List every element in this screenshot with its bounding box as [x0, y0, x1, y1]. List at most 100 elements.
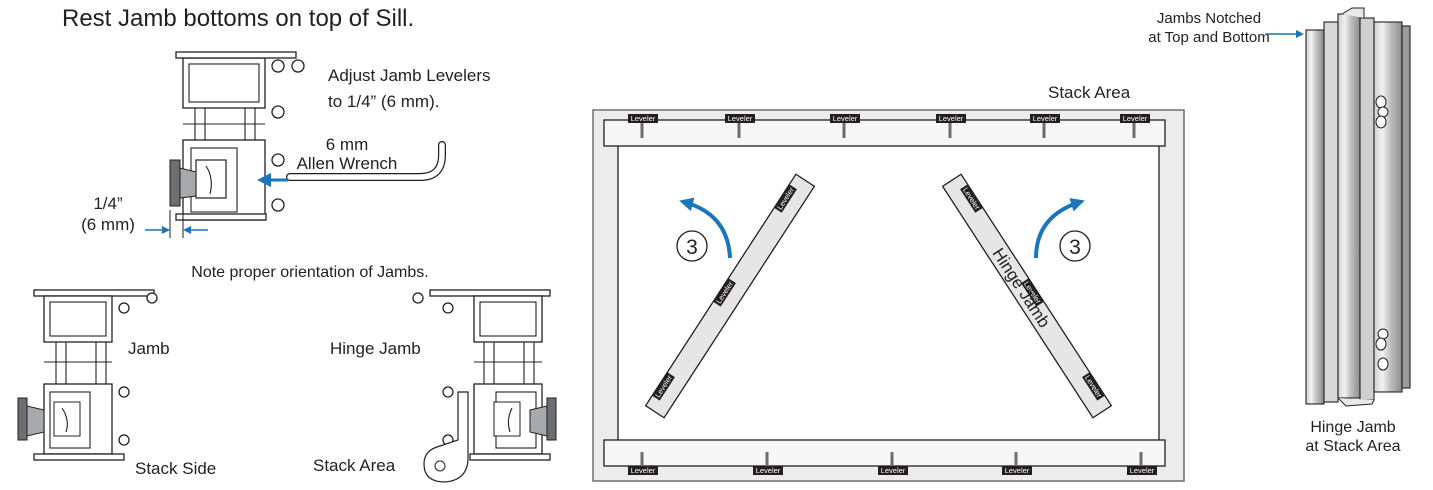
jamb-leveler-foot — [17, 397, 28, 441]
weatherstrip-4 — [271, 153, 285, 167]
sill-leveler-1: Leveler — [628, 452, 658, 475]
profile-bottom-flange — [175, 213, 267, 221]
svg-text:Leveler: Leveler — [728, 114, 753, 123]
rotate-arrow-right — [1034, 198, 1085, 259]
jamb-top-flange — [33, 289, 155, 297]
frame-head — [603, 119, 1166, 147]
label-stack-side: Stack Side — [135, 459, 216, 478]
hinge-jamb-3d — [1305, 7, 1411, 407]
notched-label-line1: Jambs Notched — [1157, 10, 1261, 27]
head-leveler-1: Leveler — [628, 114, 658, 138]
leveler-screw — [179, 167, 197, 199]
jamb-webs — [44, 342, 112, 384]
adjust-levelers-line2: to 1/4” (6 mm). — [328, 92, 439, 111]
head-leveler-4: Leveler — [936, 114, 966, 138]
hinge-leveler-screw — [529, 405, 548, 437]
jamb-weatherstrip-2 — [146, 292, 158, 304]
svg-text:Leveler: Leveler — [881, 466, 906, 475]
hinge-top-flange — [429, 289, 551, 297]
frame-inner — [617, 145, 1160, 441]
frame-sill — [603, 439, 1166, 467]
sill-leveler-3: Leveler — [878, 452, 908, 475]
svg-text:Leveler: Leveler — [1005, 466, 1030, 475]
leveler-hook — [205, 165, 212, 195]
hinge-weatherstrip-1 — [412, 292, 424, 304]
adjust-levelers-line1: Adjust Jamb Levelers — [328, 66, 491, 85]
weatherstrip-1 — [271, 59, 285, 73]
step-badge-left: 3 — [676, 230, 708, 262]
leveler-foot — [169, 159, 181, 207]
label-jamb: Jamb — [128, 339, 170, 358]
rotate-arrow-left — [679, 197, 732, 259]
wrench-label-line1: 6 mm — [326, 135, 369, 154]
jamb3d-caption-line1: Hinge Jamb — [1310, 419, 1395, 436]
jamb3d-face-3 — [1337, 13, 1361, 399]
profile-upper-chamber — [182, 57, 266, 109]
hinge-leveler-housing — [493, 401, 521, 437]
svg-text:Leveler: Leveler — [1033, 114, 1058, 123]
svg-text:Leveler: Leveler — [756, 466, 781, 475]
sill-leveler-5: Leveler — [1127, 452, 1157, 475]
hinge-weatherstrip-3 — [442, 386, 454, 398]
hinge-webs — [474, 342, 542, 384]
head-leveler-5: Leveler — [1030, 114, 1060, 138]
jamb-weatherstrip-1 — [118, 302, 130, 314]
jamb3d-face-1 — [1305, 29, 1325, 405]
notched-label-line2: at Top and Bottom — [1148, 29, 1269, 46]
step-number-left: 3 — [686, 236, 698, 259]
hinge-weatherstrip-2 — [442, 302, 454, 314]
dimension-label-line1: 1/4” — [93, 194, 123, 213]
svg-text:Leveler: Leveler — [631, 114, 656, 123]
profile-top-flange — [175, 51, 297, 59]
jamb-profile-detail — [169, 51, 446, 221]
jamb-lower-inner — [49, 391, 91, 449]
label-hinge-jamb-profile: Hinge Jamb — [330, 339, 421, 358]
instruction-rest-jambs: Rest Jamb bottoms on top of Sill. — [62, 5, 414, 32]
sill-levelers: Leveler Leveler Leveler Leveler Leveler — [628, 452, 1157, 475]
hinge-pin — [434, 460, 446, 472]
head-levelers: Leveler Leveler Leveler Leveler Leveler Level… — [628, 114, 1150, 138]
jamb3d-face-4 — [1359, 17, 1375, 401]
left-rotating-jamb: Leveler Leveler Leveler — [644, 173, 816, 419]
jamb-stack-side-profile — [17, 289, 158, 461]
hinge-upper-inner — [479, 301, 537, 337]
weatherstrip-5 — [271, 198, 285, 212]
head-leveler-2: Leveler — [725, 114, 755, 138]
jamb3d-face-5 — [1373, 21, 1403, 393]
weatherstrip-3 — [271, 105, 285, 119]
hinge-bottom-flange — [469, 453, 551, 461]
jamb-upper-inner — [49, 301, 107, 337]
left-jamb-body — [644, 173, 816, 419]
note-orientation: Note proper orientation of Jambs. — [191, 264, 428, 281]
sill-leveler-4: Leveler — [1002, 452, 1032, 475]
allen-wrench-fill — [287, 142, 445, 180]
profile-upper-inner — [188, 63, 260, 103]
head-leveler-3: Leveler — [830, 114, 860, 138]
hinge-knuckle — [423, 391, 469, 483]
jamb-leveler-hook — [61, 407, 68, 433]
dimension-label-line2: (6 mm) — [81, 215, 135, 234]
jamb-leveler-screw — [26, 405, 45, 437]
hinge-leveler-foot — [546, 397, 557, 441]
svg-text:Leveler: Leveler — [631, 466, 656, 475]
jamb-weatherstrip-4 — [118, 434, 130, 446]
jamb3d-notch-top — [1341, 7, 1365, 18]
head-leveler-6: Leveler — [1120, 114, 1150, 138]
step-number-right: 3 — [1069, 236, 1081, 259]
weatherstrip-2 — [291, 59, 305, 73]
hinge-leveler-hook — [507, 407, 513, 433]
sill-leveler-2: Leveler — [753, 452, 783, 475]
svg-text:Leveler: Leveler — [1130, 466, 1155, 475]
hinge-upper-chamber — [473, 295, 543, 343]
hinge-jamb-profile — [412, 289, 557, 483]
jamb-upper-chamber — [43, 295, 113, 343]
svg-text:Leveler: Leveler — [833, 114, 858, 123]
dimension-marks — [145, 210, 208, 238]
step-badge-right: 3 — [1059, 230, 1091, 262]
svg-text:Leveler: Leveler — [939, 114, 964, 123]
jamb3d-face-2 — [1323, 21, 1339, 403]
jamb3d-caption-line2: at Stack Area — [1305, 438, 1400, 455]
jamb-weatherstrip-3 — [118, 386, 130, 398]
